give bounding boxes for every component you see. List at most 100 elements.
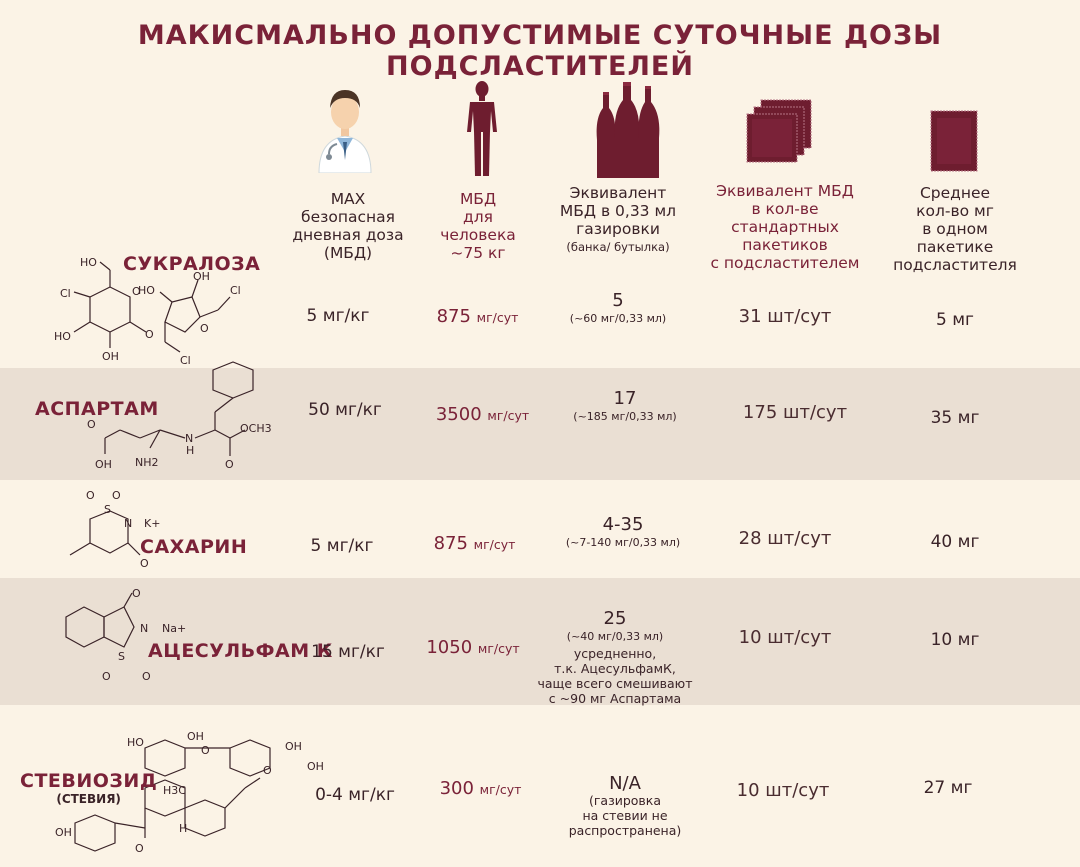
single-packet-icon <box>930 110 978 172</box>
header-line: стандартных <box>731 218 839 236</box>
soda-sub: (~60 мг/0,33 мл) <box>569 312 667 325</box>
atom-label: HO <box>54 330 71 343</box>
soda-main: 17 <box>613 388 637 409</box>
mg-per-packet-value: 40 мг <box>930 532 980 552</box>
atom-label: O <box>102 670 111 683</box>
atom-label: O <box>135 842 144 855</box>
human-dose-value: 875 мг/сут <box>412 533 537 554</box>
atom-label: O <box>112 489 121 502</box>
stevioside-structure: HO OH O OH O OH H3C H O OH <box>55 730 324 855</box>
header-line: MAX <box>330 190 366 208</box>
soda-main: N/A <box>609 773 641 794</box>
packets-value: 31 шт/сут <box>738 306 832 327</box>
soda-note-line: т.к. АцесульфамК, <box>554 661 676 676</box>
atom-label: N <box>185 432 193 445</box>
atom-label: O <box>86 489 95 502</box>
saccharin-structure: O S O N K+ O <box>69 489 160 570</box>
human-dose-number: 875 <box>433 533 468 554</box>
atom-label: OH <box>187 730 204 743</box>
human-silhouette-icon <box>467 81 497 176</box>
header-note: (банка/ бутылка) <box>566 240 670 254</box>
atom-label: OH <box>307 760 324 773</box>
header-line: Эквивалент <box>569 184 667 202</box>
atom-label: HO <box>80 256 97 269</box>
mg-per-packet-value: 27 мг <box>923 778 973 798</box>
header-line: дневная доза <box>292 226 404 244</box>
human-dose-value: 300 мг/сут <box>418 778 543 799</box>
soda-bottles-icon <box>596 82 660 178</box>
header-line: с подсластителем <box>710 254 860 272</box>
soda-note-line: чаще всего смешивают <box>537 676 693 691</box>
sucralose-structure: HO Cl O HO OH HO OH O Cl O Cl <box>54 256 241 367</box>
atom-label: S <box>118 650 125 663</box>
header-line: пакетиков <box>742 236 828 254</box>
max-dose-value: 15 мг/кг <box>311 642 385 662</box>
atom-label: HO <box>138 284 155 297</box>
soda-note-line: распространена) <box>568 823 682 838</box>
soda-note-line: (газировка <box>588 793 662 808</box>
acesulfame-structure: O N Na+ S O O <box>65 587 186 683</box>
aspartame-structure: O OH NH2 N H O OCH3 <box>87 361 272 471</box>
soda-sub: (~7-140 мг/0,33 мл) <box>565 536 681 549</box>
soda-note-line: усредненно, <box>573 646 657 661</box>
packets-value: 28 шт/сут <box>738 528 832 549</box>
page-title: МАКИСМАЛЬНО ДОПУСТИМЫЕ СУТОЧНЫЕ ДОЗЫ ПОД… <box>137 20 943 82</box>
atom-label: OH <box>102 350 119 363</box>
header-line: в одном <box>922 220 988 238</box>
header-max-dose: MAX безопасная дневная доза (МБД) <box>278 190 418 262</box>
packets-value: 10 шт/сут <box>738 627 832 648</box>
atom-label: S <box>104 503 111 516</box>
atom-label: O <box>201 744 210 757</box>
packets-value: 175 шт/сут <box>742 402 848 423</box>
atom-label: Na+ <box>162 622 186 635</box>
soda-main: 4-35 <box>602 514 644 535</box>
header-line: подсластителя <box>893 256 1017 274</box>
header-line: пакетике <box>916 238 994 256</box>
max-dose-value: 5 мг/кг <box>306 306 370 326</box>
atom-label: OH <box>95 458 112 471</box>
atom-label: N <box>140 622 148 635</box>
header-line: кол-во мг <box>916 202 994 220</box>
atom-label: O <box>132 285 141 298</box>
substance-name-sucralose: СУКРАЛОЗА <box>123 253 261 275</box>
soda-note-line: с ~90 мг Аспартама <box>548 691 682 706</box>
atom-label: OH <box>285 740 302 753</box>
header-line: Среднее <box>919 184 991 202</box>
atom-label: O <box>142 670 151 683</box>
substance-subname: (СТЕВИЯ) <box>56 792 121 806</box>
header-line: ~75 кг <box>450 244 506 262</box>
sweetener-packets-icon <box>746 99 812 163</box>
atom-label: Cl <box>180 354 191 367</box>
atom-label: O <box>200 322 209 335</box>
human-dose-value: 875 мг/сут <box>415 306 540 327</box>
atom-label: H <box>179 822 187 835</box>
human-dose-value: 3500 мг/сут <box>415 404 550 425</box>
soda-main: 5 <box>612 290 624 311</box>
soda-equivalent-value: N/A (газировка на стевии не распростране… <box>545 773 705 839</box>
human-dose-number: 875 <box>436 306 471 327</box>
atom-label: NH2 <box>135 456 159 469</box>
row-band-acesulfame <box>0 578 1080 705</box>
header-line: Эквивалент МБД <box>716 182 854 200</box>
header-mg-per-packet: Среднее кол-во мг в одном пакетике подсл… <box>880 184 1030 274</box>
header-line: (МБД) <box>323 244 373 262</box>
soda-main: 25 <box>603 608 627 629</box>
header-line: МБД в 0,33 мл <box>559 202 677 220</box>
human-dose-number: 3500 <box>435 404 482 425</box>
atom-label: O <box>145 328 154 341</box>
substance-name-stevioside: СТЕВИОЗИД (СТЕВИЯ) <box>20 770 157 806</box>
mg-per-packet-value: 5 мг <box>936 310 974 330</box>
atom-label: K+ <box>144 517 160 530</box>
atom-label: OCH3 <box>240 422 272 435</box>
header-line: безопасная <box>301 208 395 226</box>
mg-per-packet-value: 35 мг <box>930 408 980 428</box>
human-dose-unit: мг/сут <box>476 310 519 325</box>
soda-equivalent-value: 4-35 (~7-140 мг/0,33 мл) <box>538 516 708 552</box>
substance-name-saccharin: САХАРИН <box>140 536 248 558</box>
mg-per-packet-value: 10 мг <box>930 630 980 650</box>
header-line: МБД <box>459 190 497 208</box>
packets-value: 10 шт/сут <box>736 780 830 801</box>
header-line: для <box>463 208 493 226</box>
atom-label: OH <box>55 826 72 839</box>
atom-label: H3C <box>163 784 186 797</box>
